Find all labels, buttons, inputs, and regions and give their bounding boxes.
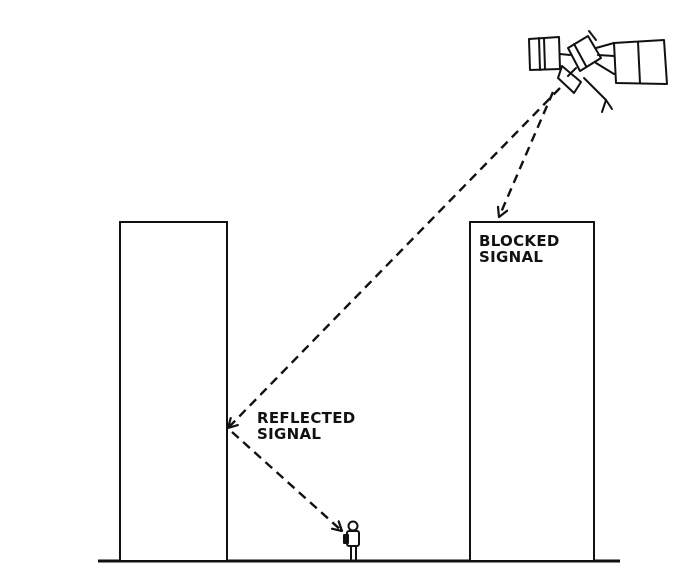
reflected-signal-outgoing-path [231,431,342,531]
right-building [469,221,595,562]
reflected-signal-label-line2: SIGNAL [257,425,322,443]
blocked-signal-label-line1: BLOCKED [479,232,560,250]
blocked-signal-label: BLOCKED SIGNAL [479,233,560,265]
blocked-signal-label-line2: SIGNAL [479,248,544,266]
reflected-signal-label: REFLECTED SIGNAL [257,410,356,442]
person-icon [343,520,360,560]
reflected-signal-label-line1: REFLECTED [257,409,356,427]
blocked-signal-path [499,91,555,217]
left-building [119,221,228,562]
reflected-signal-incoming-path [228,87,561,428]
satellite-icon [528,30,668,113]
